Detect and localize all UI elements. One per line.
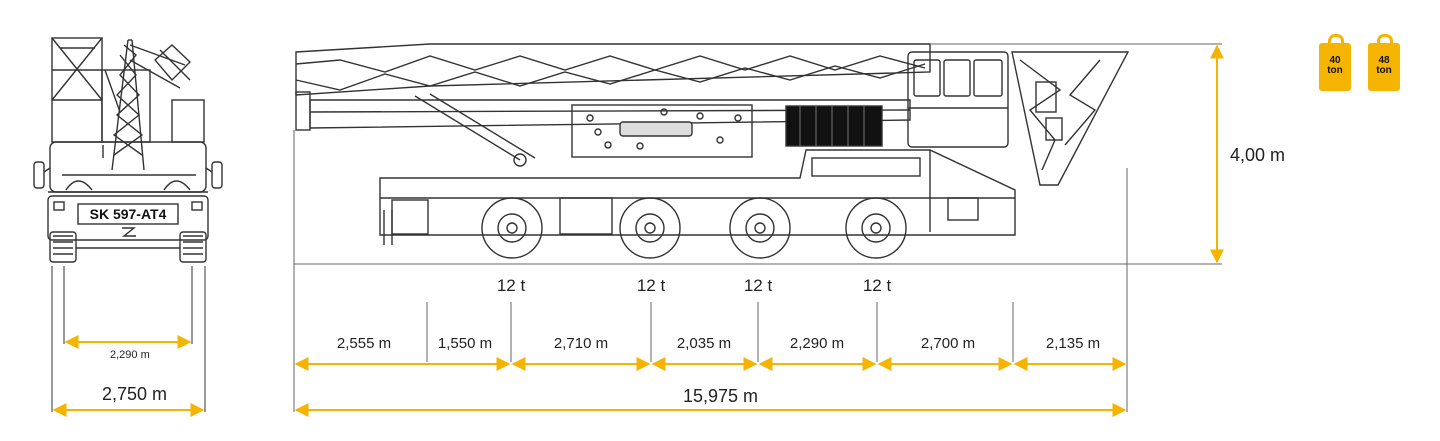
axle-load-4: 12 t [862, 276, 892, 295]
crane-front-view [33, 37, 223, 412]
height-label: 4,00 m [1230, 145, 1286, 165]
license-plate: SK 597-AT4 [90, 206, 167, 222]
segment-label-7: 2,135 m [1045, 335, 1101, 352]
front-dimension-arrows [52, 335, 205, 417]
outer-width-label: 2,750 m [102, 384, 168, 404]
total-length-label: 15,975 m [683, 386, 759, 406]
side-reference-lines [293, 43, 1222, 412]
segment-label-5: 2,290 m [789, 335, 845, 352]
inner-width-label: 2,290 m [110, 349, 150, 361]
axle-load-2: 12 t [636, 276, 666, 295]
segment-label-6: 2,700 m [920, 335, 976, 352]
axle-load-3: 12 t [743, 276, 773, 295]
segment-label-4: 2,035 m [676, 335, 732, 352]
segment-label-2: 1,550 m [437, 335, 493, 352]
segment-label-3: 2,710 m [553, 335, 609, 352]
segment-label-1: 2,555 m [336, 335, 392, 352]
axle-load-1: 12 t [496, 276, 526, 295]
crane-side-view [295, 43, 1130, 259]
